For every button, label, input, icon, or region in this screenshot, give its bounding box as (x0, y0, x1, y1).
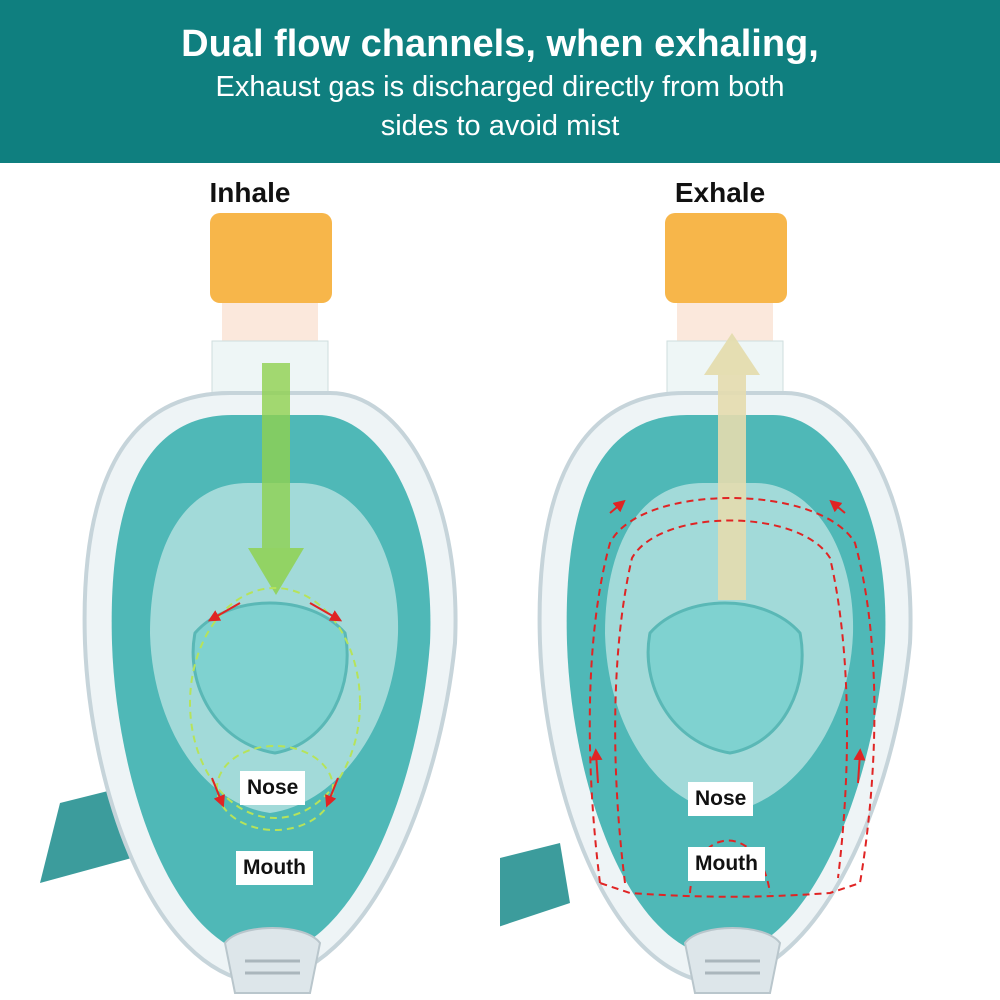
nose-label: Nose (688, 782, 754, 816)
chin-valve-icon (683, 927, 782, 994)
exhale-panel: Exhale Nose Mouth (500, 163, 1000, 1000)
headline: Dual flow channels, when exhaling, (181, 23, 819, 65)
exhale-heading: Exhale (674, 177, 766, 208)
inhale-heading: Inhale (209, 177, 291, 208)
mouth-label: Mouth (688, 847, 765, 881)
chin-valve-icon (223, 927, 322, 994)
airflow-loop-icon (189, 587, 361, 831)
header-banner: Dual flow channels, when exhaling, Exhau… (0, 0, 1000, 163)
subtitle-line-1: Exhaust gas is discharged directly from … (215, 71, 785, 103)
mouth-label: Mouth (236, 851, 313, 885)
strap-icon (500, 843, 570, 927)
subtitle-line-2: sides to avoid mist (380, 110, 620, 142)
inhale-arrow-icon (248, 363, 304, 595)
exhale-arrow-icon (704, 333, 760, 600)
inhale-panel: Inhale Nose Mouth (0, 163, 500, 1000)
snorkel-cap-icon (210, 213, 332, 412)
nose-cup (191, 601, 349, 755)
snorkel-mask-illustration (40, 213, 458, 994)
nose-label: Nose (240, 771, 306, 805)
nose-cup (646, 601, 804, 755)
snorkel-mask-illustration (500, 213, 913, 994)
